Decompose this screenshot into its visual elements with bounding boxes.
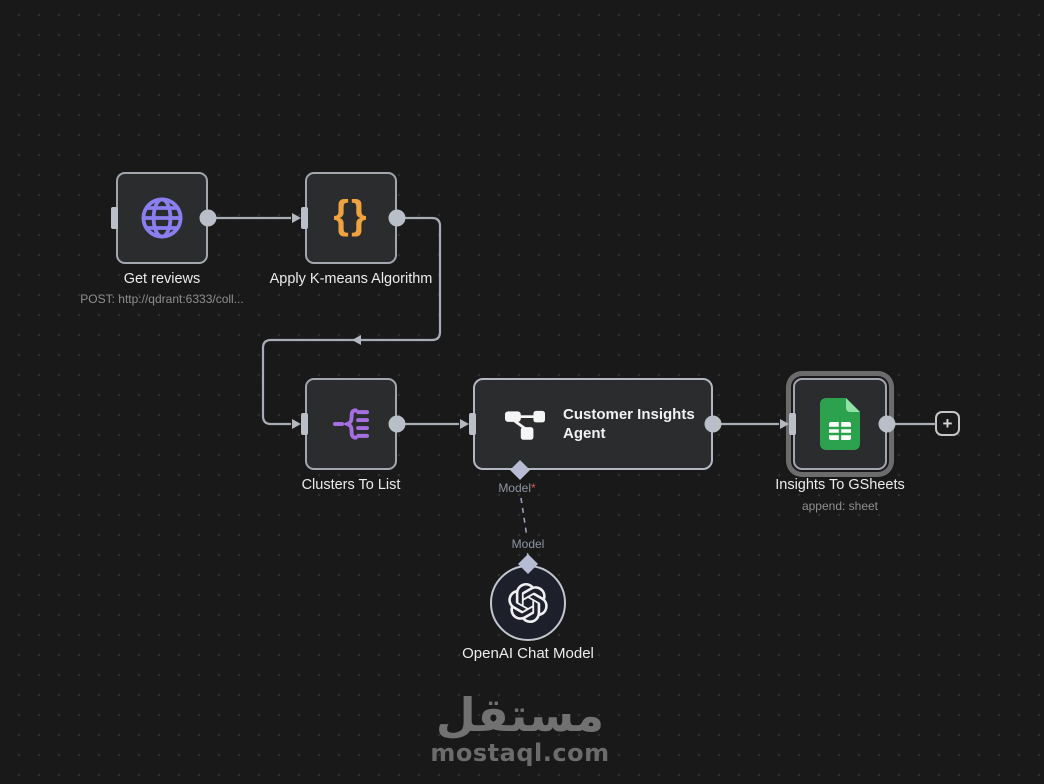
connection-arrow-icon: [460, 419, 469, 429]
agent-title: Customer Insights Agent: [563, 405, 695, 443]
node-subtitle-get-reviews: POST: http://qdrant:6333/coll...: [80, 292, 244, 306]
add-node-button[interactable]: +: [935, 411, 960, 436]
node-apply-kmeans[interactable]: {}: [305, 172, 397, 264]
model-connection-dashed-line[interactable]: [526, 552, 529, 558]
connection-arrow-icon: [352, 335, 361, 345]
globe-icon: [141, 197, 183, 239]
node-subtitle-insights-to-gsheets: append: sheet: [801, 499, 879, 513]
agent-title-line1: Customer Insights: [563, 406, 695, 423]
node-insights-to-gsheets[interactable]: [793, 378, 887, 470]
curly-braces-icon: {}: [333, 193, 369, 237]
node-openai-chat-model[interactable]: [490, 565, 566, 641]
node-customer-insights-agent[interactable]: Customer Insights Agent: [473, 378, 713, 470]
connection-arrow-icon: [780, 419, 789, 429]
agent-graph-icon: [505, 410, 545, 440]
node-label-apply-kmeans: Apply K-means Algorithm: [269, 271, 433, 287]
agent-model-port-label: Model*: [498, 481, 536, 495]
node-label-openai-chat-model: OpenAI Chat Model: [462, 645, 594, 662]
model-connection-dashed-line[interactable]: [520, 497, 528, 535]
agent-title-line2: Agent: [563, 425, 606, 442]
node-clusters-to-list[interactable]: [305, 378, 397, 470]
node-get-reviews[interactable]: [116, 172, 208, 264]
model-connection-label: Model: [488, 537, 568, 551]
node-label-get-reviews: Get reviews: [123, 271, 201, 287]
node-label-clusters-to-list: Clusters To List: [301, 477, 401, 493]
split-list-icon: [333, 408, 369, 440]
watermark-domain: mostaql.com: [430, 738, 610, 767]
required-asterisk: *: [531, 481, 536, 495]
watermark-logo: مستقل: [435, 688, 605, 742]
google-sheets-icon: [820, 398, 860, 450]
node-label-insights-to-gsheets: Insights To GSheets: [775, 477, 905, 493]
watermark: مستقل mostaql.com: [270, 690, 770, 767]
connection-arrow-icon: [292, 419, 301, 429]
connection-arrow-icon: [292, 213, 301, 223]
openai-icon: [508, 583, 548, 623]
